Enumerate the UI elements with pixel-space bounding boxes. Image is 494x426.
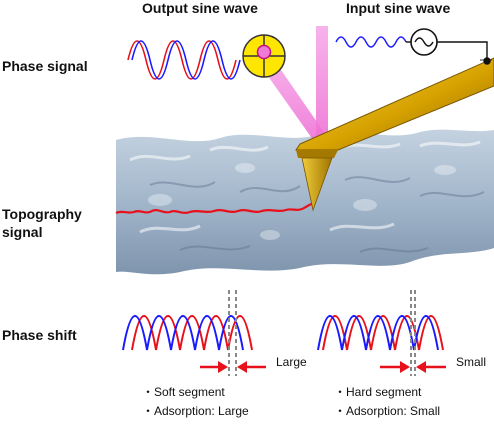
phase-shift-label: Phase shift (2, 327, 77, 343)
arrow-right-icon (200, 361, 228, 373)
input-wave-title: Input sine wave (346, 0, 451, 16)
soft-note-segment: ・Soft segment (142, 385, 225, 399)
output-wave-title: Output sine wave (142, 0, 258, 16)
laser-beams (258, 26, 328, 144)
phase-signal-label: Phase signal (2, 58, 88, 74)
topography-signal-line-1: Topography (2, 206, 82, 222)
phase-shift-small (317, 290, 444, 376)
hard-segment-notes: ・Hard segment ・Adsorption: Small (334, 383, 440, 421)
arrow-left-icon (416, 361, 446, 373)
topography-trace (115, 202, 313, 215)
cantilever (295, 57, 494, 212)
ac-source-icon (410, 28, 438, 56)
hard-note-adsorption: ・Adsorption: Small (334, 404, 441, 418)
phase-shift-large (122, 290, 253, 376)
soft-note-adsorption: ・Adsorption: Large (142, 404, 249, 418)
topography-signal-line-2: signal (2, 224, 43, 240)
source-wiring (406, 41, 491, 65)
output-waves (127, 40, 241, 80)
large-label: Large (276, 355, 307, 369)
small-label: Small (456, 355, 487, 369)
topography-signal-label: Topography signal (2, 205, 82, 241)
input-wave (335, 36, 407, 48)
arrow-left-icon (237, 361, 266, 373)
arrow-right-icon (380, 361, 410, 373)
hard-note-segment: ・Hard segment (334, 385, 422, 399)
soft-segment-notes: ・Soft segment ・Adsorption: Large (142, 383, 249, 421)
sample-surface (116, 129, 494, 275)
photodetector-icon (242, 34, 286, 78)
